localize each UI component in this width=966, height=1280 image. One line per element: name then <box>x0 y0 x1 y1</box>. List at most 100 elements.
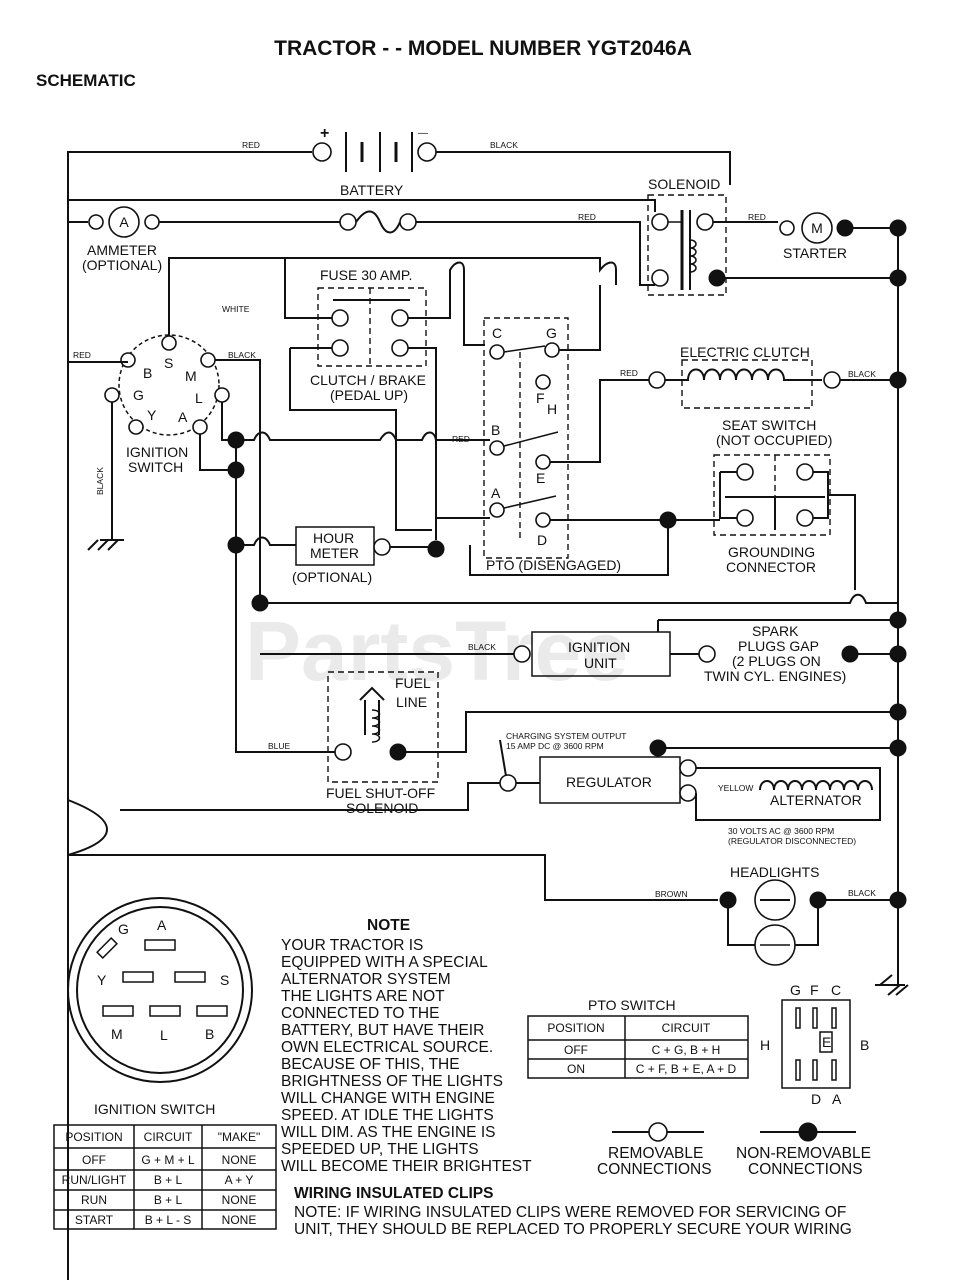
fuse-30-amp: FUSE 30 AMP. CLUTCH / BRAKE (PEDAL UP) <box>310 267 427 403</box>
pto-table-caption: PTO SWITCH <box>588 997 676 1013</box>
ignition-switch-face: A G Y S M L B <box>67 897 253 1083</box>
svg-text:OFF: OFF <box>82 1153 106 1167</box>
wire-black-label: BLACK <box>490 140 518 150</box>
svg-text:A: A <box>178 409 188 425</box>
clutch-brake-label: CLUTCH / BRAKE <box>310 372 426 388</box>
svg-text:B + L: B + L <box>154 1173 183 1187</box>
svg-text:NOTE: IF WIRING INSULATED CLIP: NOTE: IF WIRING INSULATED CLIPS WERE REM… <box>294 1204 846 1221</box>
charging-output-label: CHARGING SYSTEM OUTPUT <box>506 731 626 741</box>
svg-text:M: M <box>185 368 197 384</box>
svg-text:C + G, B + H: C + G, B + H <box>652 1043 721 1057</box>
electric-clutch: ELECTRIC CLUTCH <box>648 344 841 409</box>
svg-text:B: B <box>205 1026 214 1042</box>
ignition-unit-label: IGNITION <box>568 639 630 655</box>
svg-text:BLACK: BLACK <box>468 642 496 652</box>
pto-switch-table: PTO SWITCH POSITION CIRCUIT OFF C + G, B… <box>527 997 749 1079</box>
svg-text:NONE: NONE <box>222 1193 257 1207</box>
svg-text:S: S <box>164 355 173 371</box>
svg-text:H: H <box>760 1037 770 1053</box>
svg-text:L: L <box>195 390 203 406</box>
svg-text:E: E <box>822 1034 831 1050</box>
wire-red-label: RED <box>242 140 260 150</box>
svg-text:OFF: OFF <box>564 1043 588 1057</box>
battery-minus-label: — <box>418 128 428 139</box>
alternator-label: ALTERNATOR <box>770 792 862 808</box>
svg-text:SPEEDED UP, THE LIGHTS: SPEEDED UP, THE LIGHTS <box>281 1141 479 1158</box>
svg-text:UNIT: UNIT <box>584 655 617 671</box>
svg-text:G: G <box>118 921 129 937</box>
svg-text:WIRING INSULATED CLIPS: WIRING INSULATED CLIPS <box>294 1185 494 1202</box>
ammeter-label: AMMETER <box>87 242 157 258</box>
svg-text:BLUE: BLUE <box>268 741 291 751</box>
starter: M STARTER <box>779 212 854 261</box>
pto-switch: C G F H B E A D PTO (DISENGAGED) <box>483 317 621 573</box>
svg-text:METER: METER <box>310 545 359 561</box>
solenoid-label: SOLENOID <box>648 176 720 192</box>
svg-text:BLACK: BLACK <box>848 369 876 379</box>
grounding-label: GROUNDING <box>728 544 815 560</box>
fuse-label: FUSE 30 AMP. <box>320 267 412 283</box>
svg-text:C: C <box>831 982 841 998</box>
seat-switch-label: SEAT SWITCH <box>722 417 816 433</box>
battery-label: BATTERY <box>340 182 404 198</box>
svg-text:YELLOW: YELLOW <box>718 783 753 793</box>
regulator-label: REGULATOR <box>566 774 652 790</box>
spark-plugs: SPARK PLUGS GAP (2 PLUGS ON TWIN CYL. EN… <box>704 623 846 684</box>
svg-text:START: START <box>75 1213 114 1227</box>
ignition-switch-label: IGNITION <box>126 444 188 460</box>
fuel-solenoid-label: FUEL SHUT-OFF <box>326 785 435 801</box>
svg-text:"MAKE": "MAKE" <box>218 1130 261 1144</box>
svg-text:NONE: NONE <box>222 1213 257 1227</box>
alternator: ALTERNATOR YELLOW 30 VOLTS AC @ 3600 RPM… <box>695 767 881 846</box>
spark-label: SPARK <box>752 623 799 639</box>
fuel-shutoff-solenoid: FUEL LINE FUEL SHUT-OFF SOLENOID <box>326 671 439 816</box>
svg-text:UNIT, THEY SHOULD BE REPLACED: UNIT, THEY SHOULD BE REPLACED TO PROPERL… <box>294 1221 852 1238</box>
ignition-table-caption: IGNITION SWITCH <box>94 1101 215 1117</box>
svg-text:BATTERY, BUT HAVE THEIR: BATTERY, BUT HAVE THEIR <box>281 1022 484 1039</box>
svg-text:NONE: NONE <box>222 1153 257 1167</box>
svg-text:THE LIGHTS ARE NOT: THE LIGHTS ARE NOT <box>281 988 445 1005</box>
ignition-switch: S B M G L Y A IGNITION SWITCH <box>104 334 230 475</box>
regulator: REGULATOR <box>499 756 697 804</box>
page-title: TRACTOR - - MODEL NUMBER YGT2046A <box>274 37 692 60</box>
svg-text:F: F <box>536 390 545 406</box>
connector-label: CONNECTOR <box>726 559 816 575</box>
ammeter-symbol: A <box>119 214 129 230</box>
battery: + — BATTERY <box>67 125 731 200</box>
svg-text:D: D <box>811 1091 821 1107</box>
svg-text:E: E <box>536 470 545 486</box>
watermark: PartsTree <box>245 604 628 698</box>
svg-text:SOLENOID: SOLENOID <box>346 800 418 816</box>
svg-text:F: F <box>810 982 819 998</box>
volts-label: 30 VOLTS AC @ 3600 RPM <box>728 826 834 836</box>
svg-text:RED: RED <box>73 350 91 360</box>
svg-text:A + Y: A + Y <box>225 1173 254 1187</box>
svg-text:WILL DIM. AS THE ENGINE IS: WILL DIM. AS THE ENGINE IS <box>281 1124 495 1141</box>
svg-text:WILL CHANGE WITH ENGINE: WILL CHANGE WITH ENGINE <box>281 1090 495 1107</box>
svg-text:CONNECTIONS: CONNECTIONS <box>597 1161 712 1178</box>
svg-text:BLACK: BLACK <box>95 467 105 495</box>
hour-meter-label: HOUR <box>313 530 354 546</box>
headlights: HEADLIGHTS <box>719 864 827 966</box>
svg-text:CIRCUIT: CIRCUIT <box>144 1130 193 1144</box>
solenoid: SOLENOID <box>647 176 727 296</box>
svg-text:B: B <box>860 1037 869 1053</box>
svg-text:A: A <box>157 917 167 933</box>
svg-text:CONNECTIONS: CONNECTIONS <box>748 1161 863 1178</box>
svg-text:M: M <box>111 1026 123 1042</box>
svg-text:CONNECTED TO THE: CONNECTED TO THE <box>281 1005 439 1022</box>
svg-text:Y: Y <box>97 972 107 988</box>
svg-text:B: B <box>491 422 500 438</box>
svg-text:D: D <box>537 532 547 548</box>
svg-text:POSITION: POSITION <box>547 1021 604 1035</box>
svg-text:H: H <box>547 401 557 417</box>
svg-text:RUN/LIGHT: RUN/LIGHT <box>62 1173 127 1187</box>
hour-optional: (OPTIONAL) <box>292 569 372 585</box>
svg-text:G: G <box>133 387 144 403</box>
electric-clutch-label: ELECTRIC CLUTCH <box>680 344 810 360</box>
svg-text:WILL BECOME THEIR BRIGHTEST: WILL BECOME THEIR BRIGHTEST <box>281 1158 532 1175</box>
svg-text:EQUIPPED WITH A SPECIAL: EQUIPPED WITH A SPECIAL <box>281 954 488 971</box>
schematic-subtitle: SCHEMATIC <box>36 71 136 90</box>
pto-switch-face: G F C H E B D A <box>760 982 869 1107</box>
